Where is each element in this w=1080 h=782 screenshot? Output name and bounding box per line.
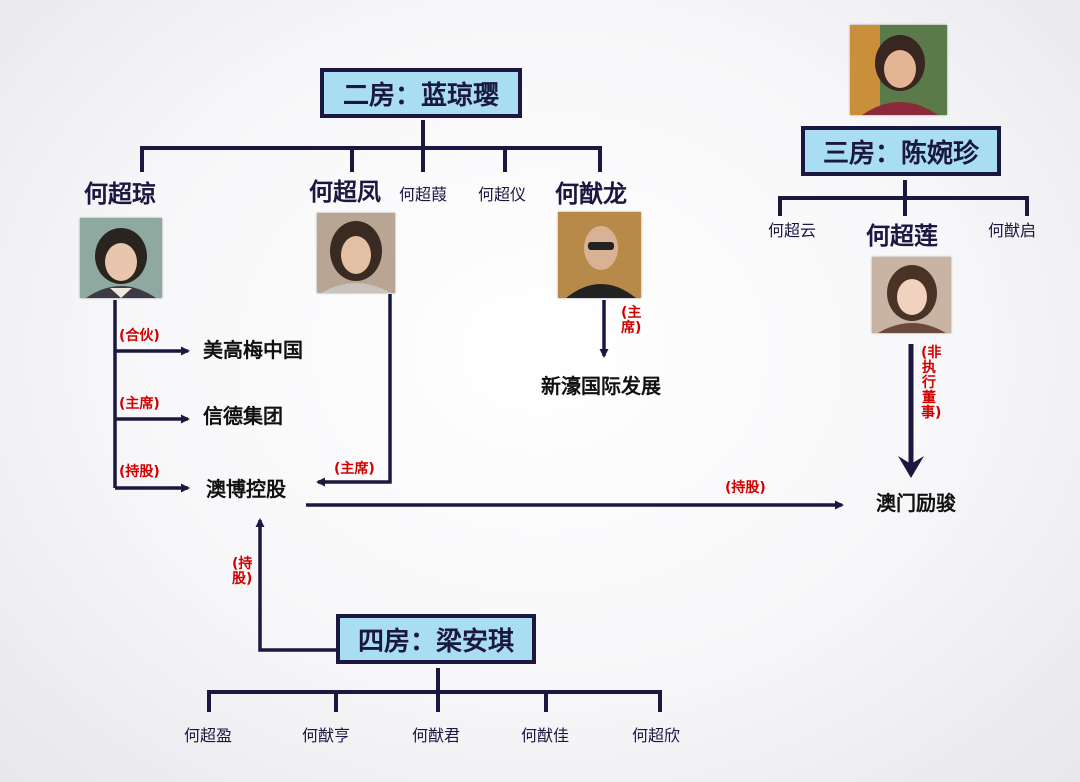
relation-holding-legend: (持股) — [725, 480, 766, 496]
entity-sjm-holdings: 澳博控股 — [206, 477, 286, 501]
entity-mgm-china: 美高梅中国 — [203, 338, 303, 362]
fourth-family-label: 四房：梁安琪 — [357, 626, 514, 657]
photo-chaolian — [872, 257, 951, 333]
relation-holding-sjm: (持股) — [119, 464, 160, 480]
photo-chaofeng — [317, 213, 395, 293]
entity-shun-tak: 信德集团 — [203, 404, 283, 428]
child-name-youjun: 何猷君 — [412, 726, 461, 745]
child-name-youjia: 何猷佳 — [521, 726, 570, 745]
relation-chair-sjm: (主席) — [334, 461, 375, 477]
second-family-label: 二房：蓝琼璎 — [342, 80, 499, 111]
child-name-chaoxia: 何超葭 — [399, 185, 448, 204]
entity-macau-legend: 澳门励骏 — [876, 491, 956, 515]
child-name-chaoyi: 何超仪 — [478, 185, 527, 204]
relation-holding-fourth: (持股) — [232, 556, 253, 587]
child-name-chaoqiong: 何超琼 — [84, 180, 156, 208]
child-name-chaolian: 何超莲 — [866, 222, 938, 250]
child-name-chaofeng: 何超凤 — [309, 178, 381, 206]
fourth-family-box: 四房：梁安琪 — [336, 614, 536, 664]
third-family-box: 三房：陈婉珍 — [801, 126, 1001, 176]
child-name-chaoxin: 何超欣 — [632, 726, 681, 745]
child-name-youlong: 何猷龙 — [555, 180, 627, 208]
third-family-label: 三房：陈婉珍 — [822, 138, 979, 169]
child-name-chaoyun: 何超云 — [768, 221, 817, 240]
entity-melco-international: 新濠国际发展 — [541, 374, 661, 398]
photo-youlong — [558, 212, 641, 298]
relation-nonexec-legend: (非执行董事) — [921, 345, 942, 421]
relation-chair-melco: (主席) — [621, 305, 642, 336]
child-name-youqi: 何猷启 — [988, 221, 1037, 240]
relation-partner-mgm: (合伙) — [119, 328, 160, 344]
child-name-chaoying: 何超盈 — [184, 726, 233, 745]
second-family-box: 二房：蓝琼璎 — [320, 68, 522, 118]
photo-chenwanzhen — [850, 25, 947, 115]
relation-chair-shuntak: (主席) — [119, 396, 160, 412]
child-name-youheng: 何猷亨 — [302, 726, 351, 745]
photo-chaoqiong — [80, 218, 162, 298]
